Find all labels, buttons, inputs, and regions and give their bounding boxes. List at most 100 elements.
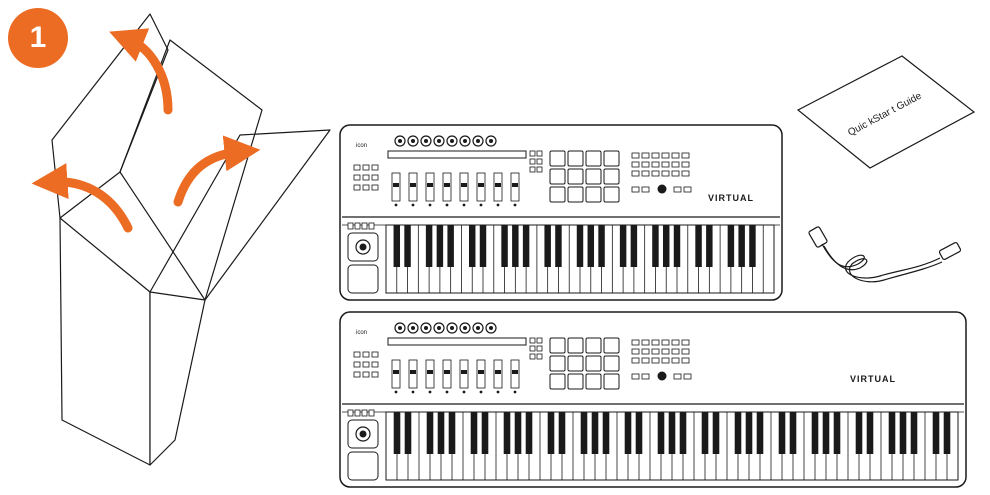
nav-button — [631, 186, 640, 193]
black-key — [727, 225, 735, 267]
control-button — [631, 339, 640, 346]
knob-center — [424, 326, 428, 330]
knob-center — [398, 139, 402, 143]
fader-cap — [461, 183, 467, 187]
function-button — [536, 166, 543, 173]
octave-button — [361, 222, 368, 230]
black-key — [598, 225, 605, 267]
control-button — [631, 152, 640, 159]
knob-center — [398, 326, 402, 330]
control-button — [651, 152, 660, 159]
function-button — [536, 337, 543, 344]
drum-pad — [603, 337, 620, 354]
black-key — [668, 412, 676, 454]
control-button — [671, 339, 680, 346]
knob-center — [411, 139, 415, 143]
black-key — [447, 225, 454, 267]
black-key — [822, 412, 830, 454]
pitch-knob-center — [359, 430, 367, 438]
octave-button — [347, 409, 354, 417]
keyboard-model-label: VIRTUAL — [850, 374, 896, 384]
black-key — [591, 412, 599, 454]
transport-button — [362, 164, 370, 171]
keyboard-brand-label: icon — [356, 143, 367, 149]
nav-button — [631, 373, 640, 380]
fader-cap — [393, 370, 399, 374]
knob-center — [437, 326, 441, 330]
jog-wheel — [657, 184, 667, 194]
fader-led — [462, 390, 466, 394]
drum-pad — [549, 355, 566, 372]
black-key — [425, 225, 433, 267]
drum-pad — [549, 186, 566, 203]
control-button — [671, 170, 680, 177]
nav-button — [641, 373, 650, 380]
function-button — [529, 166, 536, 173]
fader-cap — [461, 370, 467, 374]
control-button — [671, 348, 680, 355]
function-button — [529, 158, 536, 165]
black-key — [749, 225, 756, 267]
drum-pad — [585, 186, 602, 203]
box-flap-arrows — [31, 28, 261, 233]
transport-button — [362, 361, 370, 368]
fader-led — [479, 203, 483, 207]
black-key — [745, 412, 753, 454]
display-strip — [387, 150, 527, 159]
fader-cap — [478, 370, 484, 374]
drum-pad — [603, 168, 620, 185]
black-key — [479, 225, 487, 267]
function-button — [536, 158, 543, 165]
control-button — [641, 170, 650, 177]
pitch-knob-center — [359, 243, 367, 251]
function-button — [536, 353, 543, 360]
black-key — [866, 412, 874, 454]
transport-button — [353, 174, 361, 181]
control-button — [681, 161, 690, 168]
drum-pad — [567, 186, 584, 203]
black-key — [624, 412, 632, 454]
black-key — [558, 412, 566, 454]
control-button — [681, 348, 690, 355]
black-key — [855, 412, 863, 454]
fader-led — [394, 390, 398, 394]
knob-center — [489, 139, 493, 143]
mod-wheel — [347, 451, 379, 481]
nav-button — [641, 186, 650, 193]
black-key — [712, 412, 720, 454]
octave-button — [368, 409, 375, 417]
nav-button — [683, 186, 692, 193]
black-key — [932, 412, 940, 454]
black-key — [701, 412, 709, 454]
control-button — [631, 170, 640, 177]
knob-center — [476, 326, 480, 330]
control-button — [641, 348, 650, 355]
octave-button — [368, 222, 375, 230]
black-key — [404, 225, 411, 267]
drum-pad — [585, 355, 602, 372]
control-button — [661, 152, 670, 159]
black-key — [630, 225, 638, 267]
control-button — [681, 170, 690, 177]
control-button — [671, 161, 680, 168]
black-key — [448, 412, 456, 454]
black-key — [734, 412, 742, 454]
drum-pad — [585, 373, 602, 390]
drum-pad — [603, 355, 620, 372]
control-button — [651, 161, 660, 168]
black-key — [525, 412, 533, 454]
black-key — [404, 412, 412, 454]
octave-button — [354, 409, 361, 417]
octave-button — [361, 409, 368, 417]
nav-button — [683, 373, 692, 380]
fader-cap — [393, 183, 399, 187]
drum-pad — [567, 355, 584, 372]
fader-led — [513, 203, 517, 207]
usb-cable-icon — [808, 226, 962, 283]
control-button — [681, 152, 690, 159]
black-key — [619, 225, 627, 267]
drum-pad — [567, 168, 584, 185]
black-key — [580, 412, 588, 454]
control-button — [661, 348, 670, 355]
